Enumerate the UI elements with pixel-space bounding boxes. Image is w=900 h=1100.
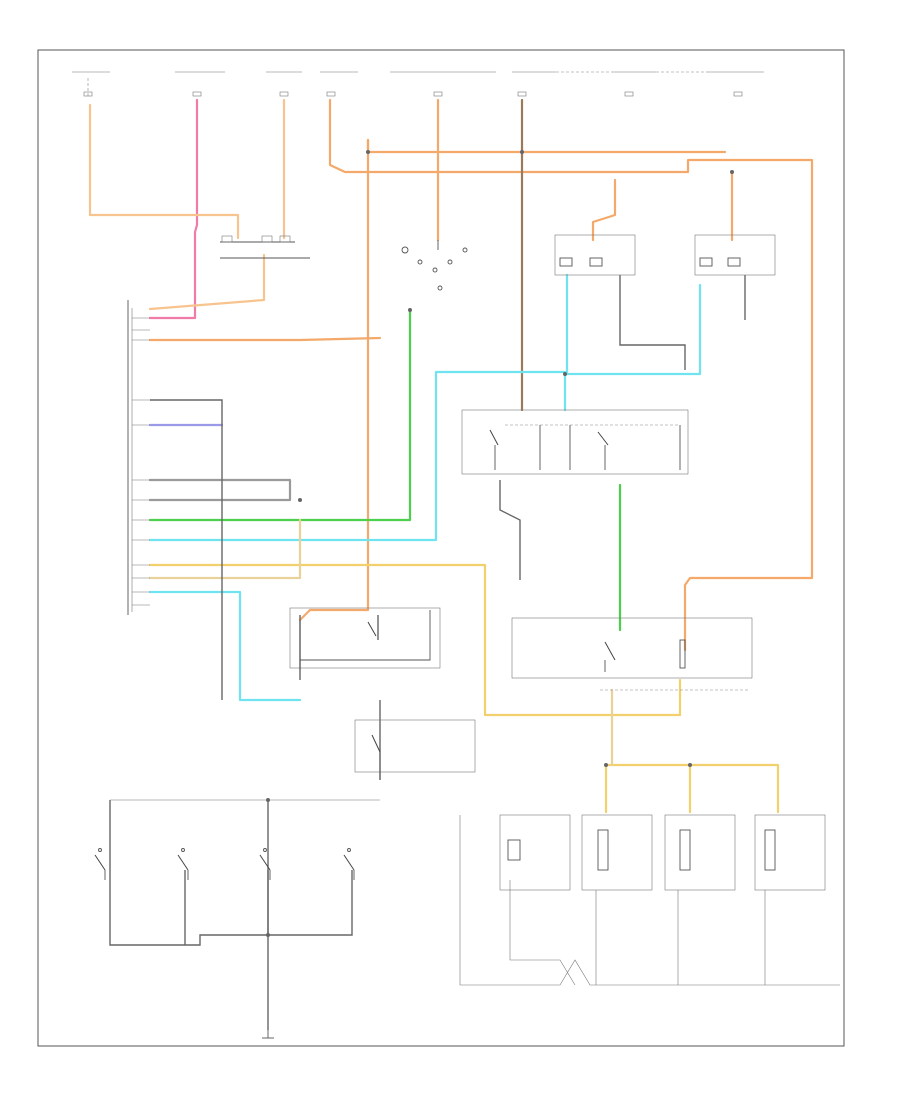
- lock-actuator-left-front: [554, 234, 636, 276]
- wire-green-1: [148, 308, 412, 522]
- courtesy-lamp-row: [499, 814, 826, 891]
- fuse-row: [72, 71, 764, 97]
- door-switch-row: [94, 848, 355, 880]
- wire-lt-orange-1: [88, 103, 240, 240]
- fuse-block-3: [266, 71, 302, 97]
- courtesy-lamp-4: [754, 814, 826, 891]
- remote-keyless-module: [127, 300, 150, 615]
- courtesy-lamp-1: [499, 814, 571, 891]
- key-cylinder-switch: [289, 607, 441, 670]
- wire-harness: [88, 98, 814, 814]
- ground-symbol: [262, 1030, 274, 1039]
- fuse-block-7: [612, 71, 706, 97]
- lock-relay: [511, 617, 753, 691]
- fuse-block-1: [72, 71, 110, 97]
- splice-points: [266, 150, 734, 937]
- ground-circuits: [109, 275, 840, 1030]
- door-switch-rr: [177, 848, 189, 880]
- courtesy-lamp-2: [581, 814, 653, 891]
- wire-gray-1: [148, 478, 292, 502]
- door-switch-lf: [343, 848, 355, 880]
- wire-lt-orange-3: [148, 253, 266, 311]
- door-switch-lr: [259, 848, 271, 880]
- master-lock-switch: [461, 409, 689, 475]
- wire-orange-module: [148, 336, 382, 342]
- diagram-frame: [37, 49, 845, 1047]
- wire-orange-mid: [366, 138, 727, 154]
- fuse-block-4: [320, 71, 358, 97]
- wire-lt-blue-2: [563, 283, 702, 376]
- tailgate-switch: [354, 719, 476, 780]
- wire-yellow-2: [604, 763, 780, 814]
- courtesy-lamp-3: [664, 814, 736, 891]
- door-switch-rf: [94, 848, 106, 880]
- module-pins: [132, 317, 150, 606]
- wire-orange-top: [328, 98, 814, 652]
- wire-lt-blue-1: [148, 273, 569, 542]
- wire-orange-down: [298, 138, 370, 622]
- wire-yellow-1: [148, 563, 682, 717]
- wire-tan-1: [148, 518, 302, 580]
- lock-actuator-right-front: [694, 234, 776, 276]
- fuse-block-5: [390, 71, 496, 97]
- fuse-block-8: [706, 71, 764, 97]
- junction-connectors: [220, 235, 310, 259]
- fuse-block-6: [512, 71, 612, 97]
- wire-pink: [148, 98, 199, 320]
- wire-orange-branch-1: [591, 178, 617, 242]
- wire-lt-blue-4: [148, 590, 302, 702]
- fuse-block-2: [175, 71, 225, 97]
- door-jamb-switch: [401, 240, 468, 291]
